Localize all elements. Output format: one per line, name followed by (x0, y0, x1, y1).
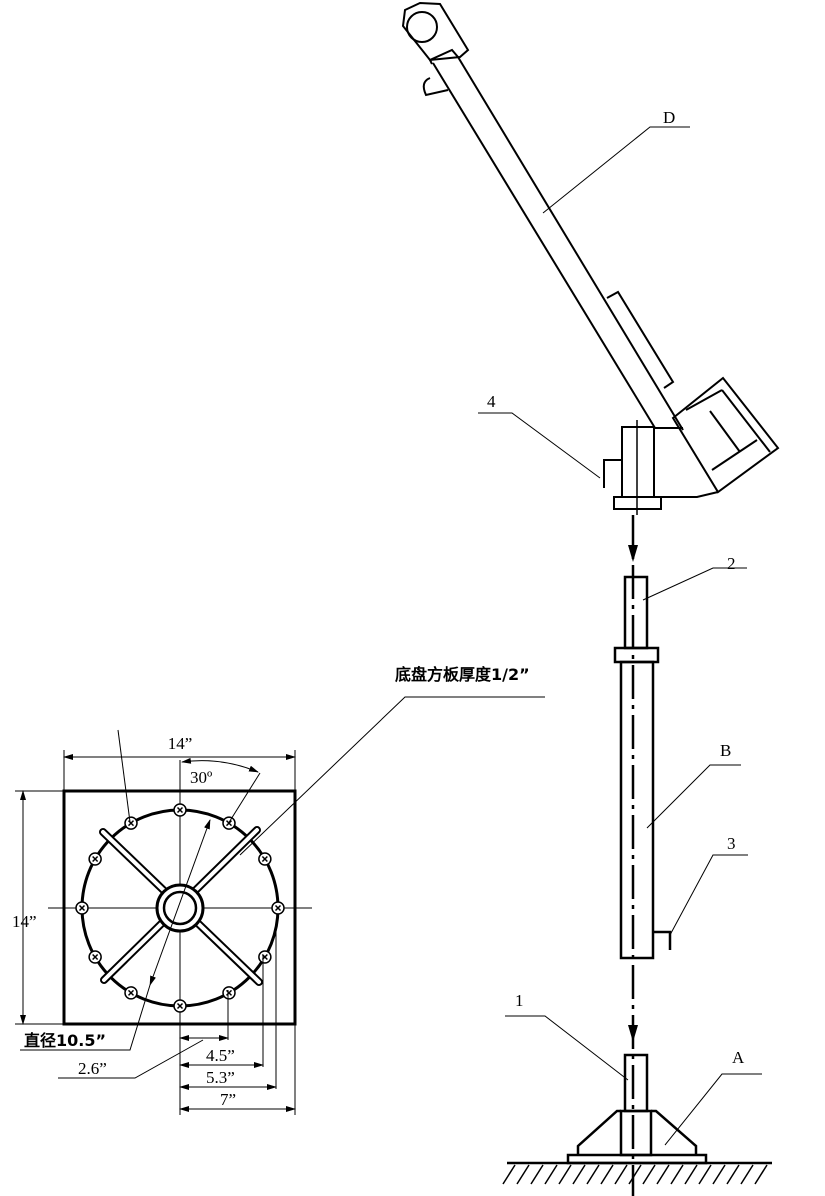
ground-hatching (502, 1164, 768, 1185)
hatch-line (670, 1164, 684, 1185)
collar (613, 646, 660, 664)
arm-lug (422, 77, 449, 97)
bolt-holes (75, 803, 285, 1013)
hatch-line (614, 1164, 628, 1185)
diameter-label: 直径10.5” (24, 1031, 106, 1050)
diameter-line (149, 819, 211, 986)
angle-arc (181, 757, 259, 773)
pedestal (619, 1109, 653, 1157)
label-4: 4 (487, 392, 496, 411)
hatch-line (502, 1164, 516, 1185)
hatch-line (642, 1164, 656, 1185)
bolt-leader (117, 729, 131, 823)
hatch-line (628, 1164, 642, 1185)
tube-b (619, 660, 655, 960)
label-2: 2 (727, 554, 736, 573)
label-1: 1 (515, 991, 524, 1010)
hatch-line (586, 1164, 600, 1185)
bolt-hole-icon (173, 999, 187, 1013)
bolt-hole-icon (173, 803, 187, 817)
hatch-line (572, 1164, 586, 1185)
label-b: B (720, 741, 731, 760)
dim-4-5-label: 4.5” (206, 1046, 235, 1065)
bolt-hole-icon (222, 986, 236, 1000)
joint-block (621, 426, 655, 498)
hatch-line (600, 1164, 614, 1185)
bolt-hole-icon (88, 950, 102, 964)
arm-d (401, 1, 780, 510)
angle-label: 30º (190, 768, 212, 787)
down-arrow-icon (628, 1025, 638, 1042)
hatch-line (740, 1164, 754, 1185)
tube-2 (623, 575, 649, 650)
offset-label: 2.6” (78, 1059, 107, 1078)
thickness-note: 底盘方板厚度1/2” (395, 665, 530, 684)
hook-3 (653, 930, 672, 950)
label-a: A (732, 1048, 745, 1067)
base-a (566, 1053, 708, 1165)
bolt-hole-icon (124, 816, 138, 830)
dim-7-label: 7” (220, 1090, 236, 1109)
hatch-line (516, 1164, 530, 1185)
width-label: 14” (168, 734, 193, 753)
pin-1 (623, 1053, 649, 1113)
hatch-line (530, 1164, 544, 1185)
bolt-hole-icon (75, 901, 89, 915)
hatch-line (726, 1164, 740, 1185)
label-3: 3 (727, 834, 736, 853)
pulley-icon (406, 11, 438, 43)
hatch-line (544, 1164, 558, 1185)
column-b (613, 575, 672, 960)
hatch-line (684, 1164, 698, 1185)
bolt-hole-icon (258, 852, 272, 866)
bolt-hole-icon (271, 901, 285, 915)
label-d: D (663, 108, 675, 127)
down-arrow-icon (628, 545, 638, 562)
hook-4 (603, 459, 622, 488)
hatch-line (698, 1164, 712, 1185)
hatch-line (712, 1164, 726, 1185)
bolt-hole-icon (124, 986, 138, 1000)
dim-5-3-label: 5.3” (206, 1068, 235, 1087)
bolt-hole-icon (88, 852, 102, 866)
base-plate-view: 14” 14” 30º 直径10.5” 2.6” 4.5” 5.3” 7” 底盘… (12, 665, 545, 1115)
hatch-line (656, 1164, 670, 1185)
center-ring-inner (162, 890, 198, 926)
height-label: 14” (12, 912, 37, 931)
hatch-line (558, 1164, 572, 1185)
bolt-hole-icon (258, 950, 272, 964)
hatch-line (754, 1164, 768, 1185)
